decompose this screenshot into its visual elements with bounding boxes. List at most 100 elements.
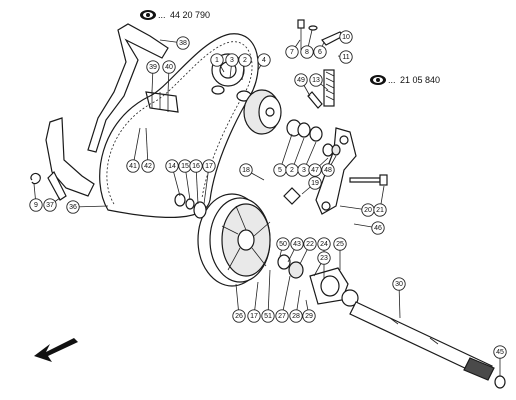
callout-c37: 37 xyxy=(43,197,61,212)
callout-c17b: 17 xyxy=(247,281,261,323)
reference-right: ... 21 05 840 xyxy=(370,75,440,85)
callout-number: 2 xyxy=(243,57,247,64)
callout-bubble xyxy=(29,198,43,212)
callout-number: 21 xyxy=(376,207,384,214)
callout-number: 23 xyxy=(320,255,328,262)
callout-c18: 18 xyxy=(239,163,265,181)
callout-bubble xyxy=(141,159,155,173)
callout-c42: 42 xyxy=(141,127,155,173)
callout-bubble xyxy=(303,237,317,251)
belt-guard-strip xyxy=(87,23,169,153)
callout-bubble xyxy=(232,309,246,323)
callout-number: 37 xyxy=(46,202,54,209)
callout-number: 26 xyxy=(235,313,243,320)
callout-number: 47 xyxy=(311,167,319,174)
callout-number: 5 xyxy=(278,167,282,174)
callout-c40: 40 xyxy=(162,60,176,95)
reference-code-value: 21 05 840 xyxy=(400,75,440,85)
callout-c5: 5 xyxy=(273,133,293,177)
callout-bubble xyxy=(225,53,239,67)
callout-number: 17 xyxy=(250,313,258,320)
bolt-21 xyxy=(349,177,381,183)
callout-number: 39 xyxy=(149,64,157,71)
callout-number: 15 xyxy=(181,163,189,170)
callout-bubble xyxy=(308,163,322,177)
callout-number: 36 xyxy=(69,204,77,211)
callout-bubble xyxy=(493,345,507,359)
callout-number: 50 xyxy=(279,241,287,248)
callout-c16: 16 xyxy=(189,159,203,205)
callout-bubble xyxy=(294,73,308,87)
callout-number: 7 xyxy=(290,49,294,56)
callout-c9: 9 xyxy=(29,183,43,212)
callout-c10: 10 xyxy=(339,30,353,44)
callout-bubble xyxy=(202,159,216,173)
callout-bubble xyxy=(126,159,140,173)
callout-bubble xyxy=(339,50,353,64)
callout-bubble xyxy=(261,309,275,323)
callout-c8: 8 xyxy=(300,29,314,59)
callout-number: 43 xyxy=(293,241,301,248)
callout-number: 30 xyxy=(395,281,403,288)
callout-number: 4 xyxy=(262,57,266,64)
leader-line xyxy=(267,269,271,317)
callout-bubble xyxy=(247,309,261,323)
reference-top: ... 44 20 790 xyxy=(140,10,210,20)
callout-c51: 51 xyxy=(261,269,275,323)
callout-bubble xyxy=(302,309,316,323)
callout-bubble xyxy=(275,309,289,323)
callout-c26: 26 xyxy=(232,283,246,323)
clip xyxy=(283,187,301,205)
callout-c24: 24 xyxy=(317,237,331,278)
callout-number: 9 xyxy=(34,202,38,209)
callout-bubble xyxy=(313,45,327,59)
callout-number: 48 xyxy=(324,167,332,174)
callout-c7: 7 xyxy=(285,39,301,59)
callout-bubble xyxy=(257,53,271,67)
callout-number: 27 xyxy=(278,313,286,320)
arrow-down-left-icon xyxy=(34,338,78,362)
callout-bubble xyxy=(176,36,190,50)
callout-c27: 27 xyxy=(275,275,291,323)
callout-number: 28 xyxy=(292,313,300,320)
callout-bubble xyxy=(43,198,57,212)
callout-c50: 50 xyxy=(276,237,290,257)
callout-c29: 29 xyxy=(302,299,316,323)
callout-bubble xyxy=(239,163,253,177)
callout-bubble xyxy=(162,60,176,74)
callout-c30: 30 xyxy=(392,277,406,319)
callout-c46: 46 xyxy=(353,221,385,235)
callout-c4: 4 xyxy=(257,53,271,71)
callout-bubble xyxy=(339,30,353,44)
callout-bubble xyxy=(238,53,252,67)
reference-code: ... xyxy=(158,10,166,20)
callout-bubble xyxy=(371,221,385,235)
callout-c14: 14 xyxy=(165,159,181,197)
callout-c1: 1 xyxy=(210,53,225,73)
idler-roller xyxy=(243,89,282,135)
callout-bubble xyxy=(289,309,303,323)
callout-bubble xyxy=(165,159,179,173)
callout-bubble xyxy=(392,277,406,291)
leader-line xyxy=(281,275,291,317)
bearing-housing xyxy=(277,254,359,307)
reference-code-value: 44 20 790 xyxy=(170,10,210,20)
callout-bubble xyxy=(210,53,224,67)
callout-c13: 13 xyxy=(309,73,329,91)
callout-bubble xyxy=(373,203,387,217)
eye-icon xyxy=(370,75,386,85)
callout-number: 49 xyxy=(297,77,305,84)
callout-number: 16 xyxy=(192,163,200,170)
callout-number: 38 xyxy=(179,40,187,47)
callout-number: 2 xyxy=(290,167,294,174)
callout-number: 51 xyxy=(264,313,272,320)
callout-c20: 20 xyxy=(339,203,375,217)
callout-c43: 43 xyxy=(287,237,304,263)
callout-bubble xyxy=(308,176,322,190)
callout-c48: 48 xyxy=(321,155,337,177)
callout-c25: 25 xyxy=(333,237,347,270)
callout-bubble xyxy=(321,163,335,177)
